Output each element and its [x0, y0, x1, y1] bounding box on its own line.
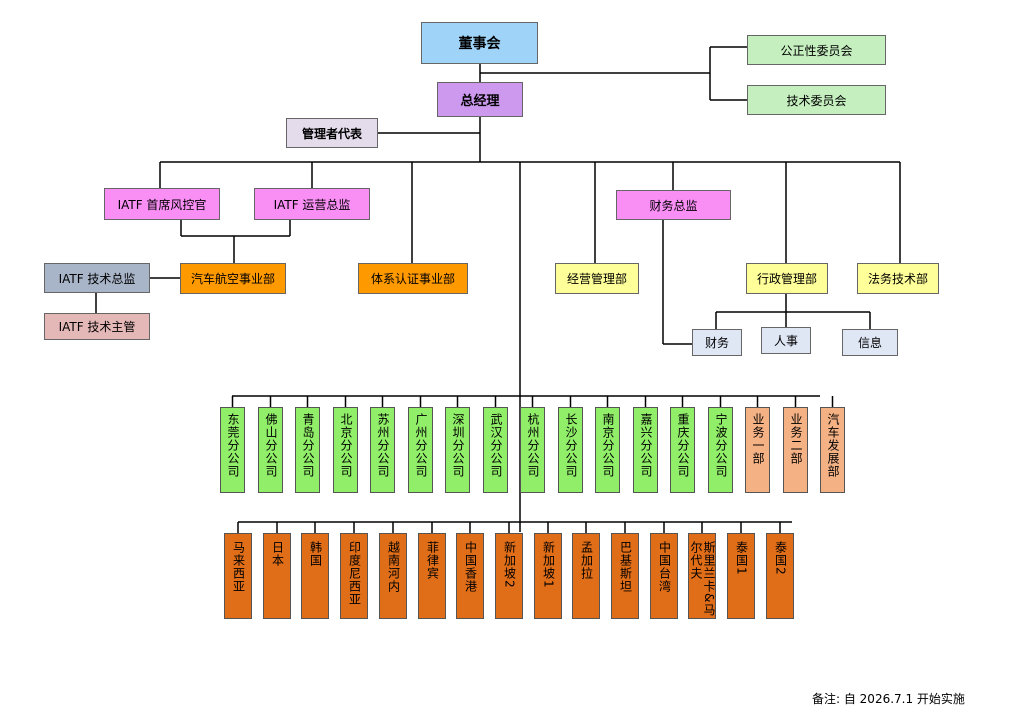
admin-sub-hr[interactable]: 人事 — [761, 327, 811, 354]
branch-box[interactable]: 北京分公司 — [333, 407, 358, 493]
auto-aviation-division-box[interactable]: 汽车航空事业部 — [180, 263, 286, 294]
iatf-technical-director-box[interactable]: IATF 技术总监 — [44, 263, 150, 293]
overseas-branch-box[interactable]: 韩国 — [301, 533, 329, 619]
branch-label: 北京分公司 — [339, 413, 353, 478]
overseas-branch-box[interactable]: 印度尼西亚 — [340, 533, 368, 619]
technical-committee-box[interactable]: 技术委员会 — [747, 85, 886, 115]
management-representative-box[interactable]: 管理者代表 — [286, 118, 378, 148]
branch-box[interactable]: 深圳分公司 — [445, 407, 470, 493]
branch-box[interactable]: 青岛分公司 — [295, 407, 320, 493]
branch-label: 南京分公司 — [601, 413, 615, 478]
footnote: 备注: 自 2026.7.1 开始实施 — [812, 692, 965, 706]
overseas-branch-label: 新加坡2 — [502, 541, 517, 589]
branch-label: 汽车发展部 — [826, 413, 840, 478]
overseas-branch-label: 斯里兰卡&马尔代夫 — [689, 541, 716, 617]
overseas-branch-box[interactable]: 新加坡1 — [534, 533, 562, 619]
branch-box[interactable]: 苏州分公司 — [370, 407, 395, 493]
legal-technical-box[interactable]: 法务技术部 — [857, 263, 939, 294]
overseas-branch-box[interactable]: 中国香港 — [456, 533, 484, 619]
branch-label: 重庆分公司 — [676, 413, 690, 478]
overseas-branch-label: 泰国1 — [734, 541, 749, 576]
overseas-branch-box[interactable]: 巴基斯坦 — [611, 533, 639, 619]
overseas-branch-label: 越南河内 — [386, 541, 401, 593]
branch-box[interactable]: 武汉分公司 — [483, 407, 508, 493]
impartiality-committee-box[interactable]: 公正性委员会 — [747, 35, 886, 65]
branch-box[interactable]: 长沙分公司 — [558, 407, 583, 493]
overseas-branch-box[interactable]: 泰国1 — [727, 533, 755, 619]
admin-sub-finance[interactable]: 财务 — [692, 329, 742, 356]
branch-label: 东莞分公司 — [226, 413, 240, 478]
iatf-chief-risk-officer-box[interactable]: IATF 首席风控官 — [104, 188, 220, 220]
overseas-branch-box[interactable]: 泰国2 — [766, 533, 794, 619]
overseas-branch-label: 孟加拉 — [579, 541, 594, 580]
branch-label: 长沙分公司 — [564, 413, 578, 478]
overseas-branch-box[interactable]: 日本 — [263, 533, 291, 619]
business-management-box[interactable]: 经营管理部 — [555, 263, 639, 294]
finance-director-box[interactable]: 财务总监 — [616, 190, 731, 220]
branch-label: 业务二部 — [789, 413, 803, 465]
overseas-branch-box[interactable]: 越南河内 — [379, 533, 407, 619]
overseas-branch-label: 马来西亚 — [231, 541, 246, 593]
overseas-branch-label: 菲律宾 — [425, 541, 440, 580]
overseas-branch-label: 印度尼西亚 — [347, 541, 362, 606]
branch-box[interactable]: 南京分公司 — [595, 407, 620, 493]
branch-box[interactable]: 嘉兴分公司 — [633, 407, 658, 493]
branch-label: 广州分公司 — [414, 413, 428, 478]
overseas-branch-box[interactable]: 新加坡2 — [495, 533, 523, 619]
overseas-branch-label: 泰国2 — [773, 541, 788, 576]
overseas-branch-box[interactable]: 中国台湾 — [650, 533, 678, 619]
overseas-branch-box[interactable]: 斯里兰卡&马尔代夫 — [688, 533, 716, 619]
branch-label: 佛山分公司 — [264, 413, 278, 478]
overseas-branch-box[interactable]: 菲律宾 — [418, 533, 446, 619]
branch-box[interactable]: 广州分公司 — [408, 407, 433, 493]
overseas-branch-label: 日本 — [270, 541, 285, 567]
system-certification-division-box[interactable]: 体系认证事业部 — [358, 263, 468, 294]
overseas-branch-label: 韩国 — [308, 541, 323, 567]
board-box[interactable]: 董事会 — [421, 22, 538, 64]
branch-box[interactable]: 业务一部 — [745, 407, 770, 493]
branch-label: 青岛分公司 — [301, 413, 315, 478]
branch-label: 业务一部 — [751, 413, 765, 465]
general-manager-box[interactable]: 总经理 — [437, 82, 523, 117]
branch-label: 苏州分公司 — [376, 413, 390, 478]
branch-box[interactable]: 业务二部 — [783, 407, 808, 493]
branch-box[interactable]: 汽车发展部 — [820, 407, 845, 493]
overseas-branch-label: 巴基斯坦 — [618, 541, 633, 593]
branch-label: 武汉分公司 — [489, 413, 503, 478]
iatf-technical-manager-box[interactable]: IATF 技术主管 — [44, 313, 150, 340]
branch-label: 宁波分公司 — [714, 413, 728, 478]
admin-sub-it[interactable]: 信息 — [842, 329, 898, 356]
overseas-branch-label: 新加坡1 — [541, 541, 556, 589]
overseas-branch-box[interactable]: 孟加拉 — [572, 533, 600, 619]
overseas-branch-box[interactable]: 马来西亚 — [224, 533, 252, 619]
branch-box[interactable]: 东莞分公司 — [220, 407, 245, 493]
administration-management-box[interactable]: 行政管理部 — [746, 263, 828, 294]
branch-box[interactable]: 重庆分公司 — [670, 407, 695, 493]
overseas-branch-label: 中国台湾 — [657, 541, 672, 593]
branch-label: 嘉兴分公司 — [639, 413, 653, 478]
overseas-branch-label: 中国香港 — [463, 541, 478, 593]
branch-box[interactable]: 宁波分公司 — [708, 407, 733, 493]
branch-label: 杭州分公司 — [526, 413, 540, 478]
iatf-operations-director-box[interactable]: IATF 运营总监 — [254, 188, 370, 220]
branch-box[interactable]: 佛山分公司 — [258, 407, 283, 493]
branch-label: 深圳分公司 — [451, 413, 465, 478]
branch-box[interactable]: 杭州分公司 — [520, 407, 545, 493]
